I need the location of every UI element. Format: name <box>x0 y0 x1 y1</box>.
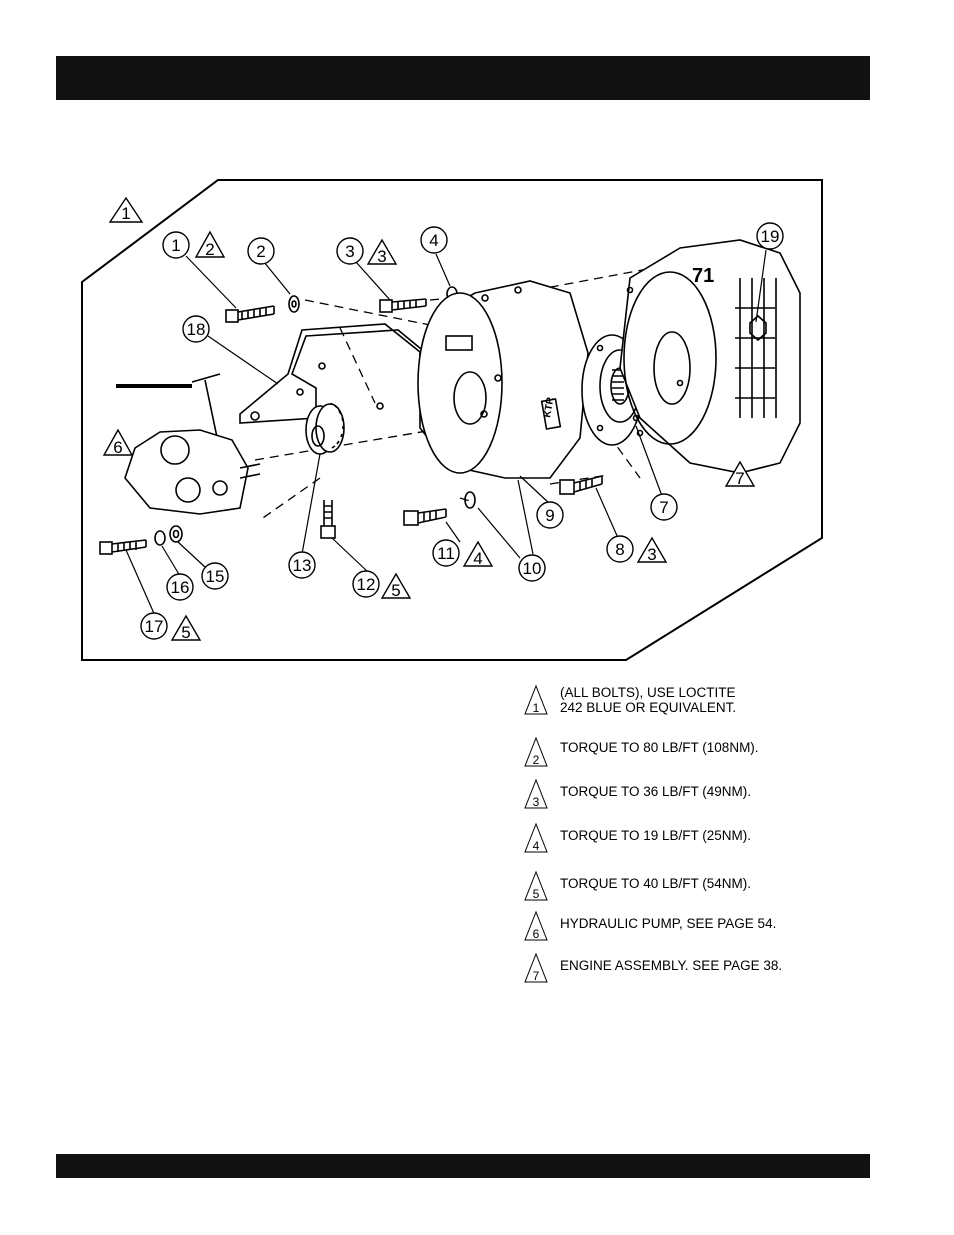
callout-4: 4 <box>421 227 447 253</box>
svg-text:1: 1 <box>533 701 540 715</box>
callout-3: 3 <box>337 238 363 264</box>
svg-text:2: 2 <box>205 240 214 259</box>
note-text-6: HYDRAULIC PUMP, SEE PAGE 54. <box>560 916 776 931</box>
svg-text:7: 7 <box>533 969 540 983</box>
frame-flag-1: 1 <box>110 198 142 223</box>
svg-text:3: 3 <box>345 242 354 261</box>
flag-part-12: 5 <box>382 574 410 600</box>
note-text-1: (ALL BOLTS), USE LOCTITE 242 BLUE OR EQU… <box>560 685 736 715</box>
svg-text:3: 3 <box>533 795 540 809</box>
bolt-part-11 <box>404 509 446 525</box>
svg-text:2: 2 <box>533 753 540 767</box>
flag-part-1: 2 <box>196 232 224 259</box>
flag-part-11: 4 <box>464 542 492 568</box>
svg-text:12: 12 <box>357 575 376 594</box>
bolt-part-1 <box>226 306 274 322</box>
callout-11: 11 <box>433 540 459 566</box>
note-text-5: TORQUE TO 40 LB/FT (54NM). <box>560 876 751 891</box>
svg-text:6: 6 <box>533 927 540 941</box>
svg-text:8: 8 <box>615 540 624 559</box>
note-6: 6 HYDRAULIC PUMP, SEE PAGE 54. <box>522 910 852 944</box>
callout-16: 16 <box>167 574 193 600</box>
svg-text:4: 4 <box>473 549 482 568</box>
bolt-part-12 <box>321 500 335 538</box>
svg-text:1: 1 <box>121 204 130 223</box>
callout-15: 15 <box>202 563 228 589</box>
svg-text:13: 13 <box>293 556 312 575</box>
svg-text:3: 3 <box>647 545 656 564</box>
callout-10: 10 <box>519 555 545 581</box>
svg-text:1: 1 <box>171 236 180 255</box>
callout-7: 7 <box>651 494 677 520</box>
note-1: 1 (ALL BOLTS), USE LOCTITE 242 BLUE OR E… <box>522 684 852 718</box>
note-4: 4 TORQUE TO 19 LB/FT (25NM). <box>522 822 852 856</box>
note-flag-2: 2 <box>522 736 552 768</box>
callout-2: 2 <box>248 238 274 264</box>
bolt-part-3 <box>380 299 426 312</box>
svg-text:18: 18 <box>187 320 206 339</box>
flag-part-6: 6 <box>104 430 132 457</box>
note-flag-5: 5 <box>522 870 552 902</box>
svg-text:6: 6 <box>113 438 122 457</box>
svg-text:2: 2 <box>256 242 265 261</box>
callout-1: 1 <box>163 232 189 258</box>
note-flag-6: 6 <box>522 910 552 942</box>
note-flag-4: 4 <box>522 822 552 854</box>
washer-part-15 <box>170 526 182 542</box>
svg-text:4: 4 <box>429 231 438 250</box>
svg-text:15: 15 <box>206 567 225 586</box>
svg-text:5: 5 <box>391 581 400 600</box>
note-text-7: ENGINE ASSEMBLY. SEE PAGE 38. <box>560 958 782 973</box>
flag-part-17: 5 <box>172 616 200 642</box>
callout-18: 18 <box>183 316 209 342</box>
note-3: 3 TORQUE TO 36 LB/FT (49NM). <box>522 778 852 812</box>
note-text-3: TORQUE TO 36 LB/FT (49NM). <box>560 784 751 799</box>
callout-19: 19 <box>757 223 783 249</box>
coupling-part-13 <box>306 404 344 454</box>
bellhousing-part-9 <box>418 281 588 478</box>
svg-text:4: 4 <box>533 839 540 853</box>
svg-text:3: 3 <box>377 247 386 266</box>
bolt-part-17 <box>100 540 146 554</box>
note-2: 2 TORQUE TO 80 LB/FT (108NM). <box>522 736 852 770</box>
flag-part-8: 3 <box>638 538 666 564</box>
svg-text:7: 7 <box>735 469 744 488</box>
header-bar <box>56 56 870 100</box>
svg-text:19: 19 <box>761 227 780 246</box>
note-flag-1: 1 <box>522 684 552 716</box>
svg-text:5: 5 <box>533 887 540 901</box>
flag-part-3: 3 <box>368 240 396 266</box>
engine-mark: 71 <box>692 265 714 287</box>
callout-17: 17 <box>141 613 167 639</box>
exploded-view-diagram: 1 1 2 3 4 18 19 7 9 8 10 11 12 13 15 16 … <box>80 178 826 664</box>
note-flag-7: 7 <box>522 952 552 984</box>
svg-text:10: 10 <box>523 559 542 578</box>
callout-8: 8 <box>607 536 633 562</box>
footer-bar <box>56 1154 870 1178</box>
svg-text:16: 16 <box>171 578 190 597</box>
note-text-4: TORQUE TO 19 LB/FT (25NM). <box>560 828 751 843</box>
svg-text:17: 17 <box>145 617 164 636</box>
callout-9: 9 <box>537 502 563 528</box>
svg-text:9: 9 <box>545 506 554 525</box>
note-7: 7 ENGINE ASSEMBLY. SEE PAGE 38. <box>522 952 852 986</box>
washer-part-2 <box>289 296 299 312</box>
note-5: 5 TORQUE TO 40 LB/FT (54NM). <box>522 870 852 904</box>
svg-text:11: 11 <box>437 544 455 563</box>
note-flag-3: 3 <box>522 778 552 810</box>
hydraulic-pump <box>116 374 260 514</box>
note-text-2: TORQUE TO 80 LB/FT (108NM). <box>560 740 759 755</box>
callout-13: 13 <box>289 552 315 578</box>
svg-text:5: 5 <box>181 623 190 642</box>
washer-part-16 <box>155 531 165 545</box>
callout-12: 12 <box>353 571 379 597</box>
svg-text:7: 7 <box>659 498 668 517</box>
